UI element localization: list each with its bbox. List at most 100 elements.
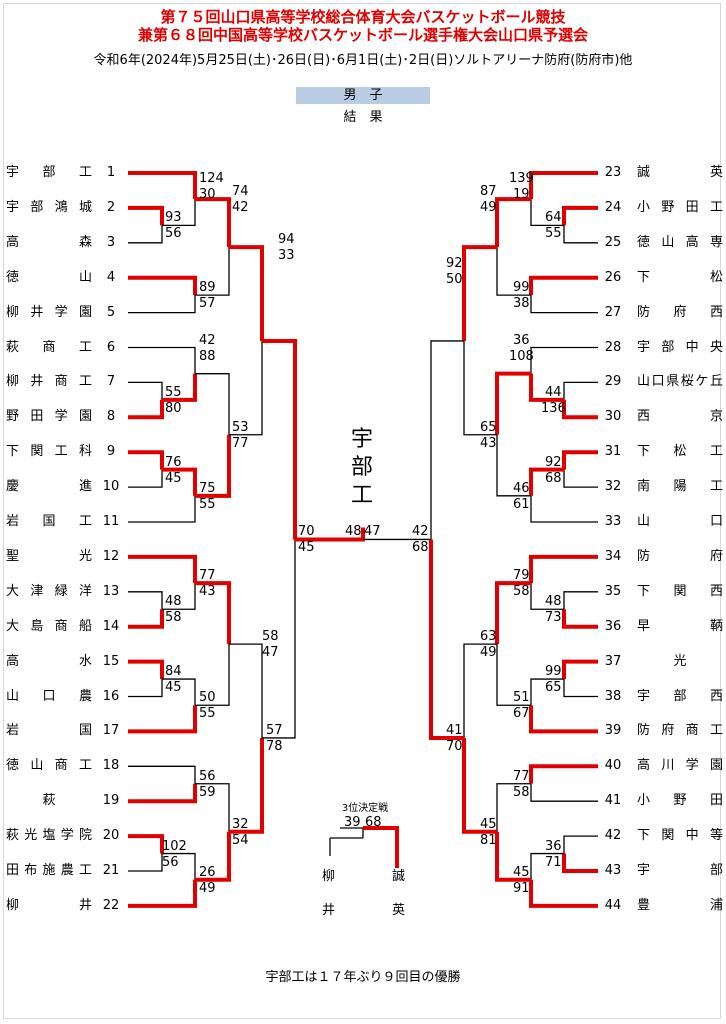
loser-path	[530, 783, 598, 802]
loser-path	[128, 853, 163, 872]
score-label: 75	[199, 480, 216, 496]
team-seed: 43	[604, 863, 622, 878]
team-name: 岩国	[6, 722, 92, 740]
division-label: 男 子	[296, 87, 430, 104]
score-label: 87	[480, 184, 497, 200]
score-label: 57	[199, 296, 216, 312]
loser-path	[530, 495, 598, 523]
team-name-char: 萩	[42, 793, 56, 809]
third-place-left-name-2: 井	[322, 903, 336, 918]
team-name-char: 施	[42, 863, 56, 878]
team-name-char: 下	[637, 583, 651, 599]
score-label: 139	[509, 171, 534, 186]
loser-path	[128, 591, 163, 610]
team-name: 下松工	[637, 443, 723, 461]
loser-path	[563, 679, 598, 698]
score-label: 42	[232, 200, 249, 216]
team-name: 高川学園	[637, 757, 723, 775]
team-name: 防府商工	[637, 722, 723, 740]
team-name-char: 田	[709, 793, 723, 809]
team-seed: 22	[102, 897, 120, 913]
team-name-char: 柳	[6, 374, 20, 390]
team-name-char: 山	[661, 234, 675, 250]
winner-path	[229, 245, 264, 341]
team-name: 高水	[6, 653, 92, 671]
team-name-char: 井	[78, 897, 92, 913]
team-name-char: 山	[30, 758, 44, 774]
loser-path	[563, 469, 598, 488]
team-name-char: 井	[30, 374, 44, 390]
loser-path	[128, 225, 163, 244]
loser-path	[195, 783, 230, 832]
team-name: 柳井商工	[6, 373, 92, 391]
team-seed: 30	[604, 409, 622, 425]
team-name-char: 柳	[6, 897, 20, 913]
team-name-char: 川	[661, 758, 675, 774]
score-label: 58	[513, 784, 530, 800]
score-label: 76	[165, 454, 182, 470]
team-name: 豊浦	[637, 897, 723, 915]
winner-path	[128, 705, 197, 734]
team-seed: 14	[102, 618, 120, 634]
winner-path	[128, 834, 164, 854]
winner-path	[495, 831, 531, 882]
score-label: 47	[364, 524, 381, 540]
winner-path	[562, 609, 598, 629]
score-label: 55	[199, 706, 216, 722]
team-name-char: 西	[637, 409, 651, 425]
score-label: 68	[412, 540, 429, 556]
team-seed: 37	[604, 653, 622, 669]
third-place-left-score: 39	[344, 815, 361, 830]
score-label: 61	[513, 496, 530, 512]
loser-path	[229, 643, 263, 738]
team-seed: 3	[106, 234, 116, 250]
team-name-char: 山	[637, 374, 651, 390]
score-label: 92	[545, 454, 562, 470]
loser-path	[229, 340, 263, 436]
score-label: 47	[262, 645, 279, 661]
winner-path	[128, 399, 164, 420]
champion-name: 宇 部 工	[342, 426, 382, 510]
winner-path	[529, 705, 598, 734]
team-name-char: 島	[30, 618, 44, 634]
team-name-char: 工	[78, 514, 92, 529]
score-label: 49	[199, 880, 216, 896]
team-name: 南陽工	[637, 478, 723, 496]
team-name-char: 野	[661, 199, 675, 215]
team-name: 柳井学園	[6, 304, 92, 322]
team-name-char: 陽	[673, 479, 687, 495]
champion-char: 工	[350, 483, 373, 508]
team-name-char: 商	[42, 339, 56, 355]
score-label: 94	[278, 232, 295, 248]
team-name-char: 徳	[637, 234, 651, 250]
team-name-char: 下	[6, 444, 20, 460]
third-place-label: 3位決定戦	[341, 803, 389, 814]
team-name-char: 船	[78, 618, 92, 634]
team-seed: 32	[604, 479, 622, 495]
team-seed: 5	[106, 304, 116, 320]
team-name-char: 口	[709, 514, 723, 529]
team-name-char: 専	[709, 234, 723, 250]
team-seed: 25	[604, 234, 622, 250]
team-name-char: 園	[78, 304, 92, 320]
score-label: 77	[232, 435, 249, 451]
score-label: 84	[165, 664, 182, 680]
team-name: 聖光	[6, 548, 92, 566]
team-name-char: 緑	[54, 583, 68, 599]
score-label: 45	[165, 470, 182, 486]
team-name: 萩	[6, 792, 92, 810]
team-name-char: 松	[709, 269, 723, 285]
winner-path	[195, 831, 231, 882]
team-seed: 38	[604, 688, 622, 704]
team-name: 防府西	[637, 304, 723, 322]
score-label: 67	[513, 706, 530, 722]
team-name-char: 工	[78, 374, 92, 390]
loser-path	[530, 678, 564, 706]
team-name: 下関工科	[6, 443, 92, 461]
score-label: 43	[480, 435, 497, 451]
team-name-char: 徳	[6, 758, 20, 774]
winner-path	[128, 450, 164, 470]
loser-path	[530, 295, 598, 314]
team-seed: 27	[604, 304, 622, 320]
team-name-char: 鞆	[709, 618, 723, 634]
